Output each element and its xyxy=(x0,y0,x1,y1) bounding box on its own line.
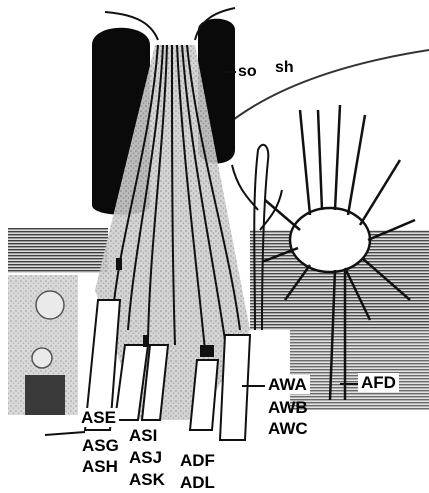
label-so: so xyxy=(238,64,257,80)
label-adl: ADL xyxy=(180,474,215,491)
right-tissue-block-lower xyxy=(290,330,429,410)
label-asj: ASJ xyxy=(129,449,162,466)
label-afd: AFD xyxy=(361,374,396,391)
label-awc: AWC xyxy=(268,420,308,437)
left-dark-block xyxy=(25,375,65,415)
label-sh: sh xyxy=(275,60,294,76)
label-asg: ASG xyxy=(82,437,119,454)
label-awb: AWB xyxy=(268,399,308,416)
label-ask: ASK xyxy=(129,471,165,488)
left-cell-nucleus-2 xyxy=(32,348,52,368)
left-cell-nucleus xyxy=(36,291,64,319)
label-group-afd: AFD xyxy=(358,373,399,392)
label-ash: ASH xyxy=(82,458,118,475)
ase-leader xyxy=(45,432,85,435)
left-tissue-block-upper xyxy=(8,228,108,273)
label-group-ase: ASE xyxy=(78,408,119,427)
label-asi: ASI xyxy=(129,427,157,444)
label-adf: ADF xyxy=(180,452,215,469)
label-awa: AWA xyxy=(268,376,307,393)
label-ase: ASE xyxy=(81,409,116,426)
label-group-awa: AWA xyxy=(265,375,310,394)
